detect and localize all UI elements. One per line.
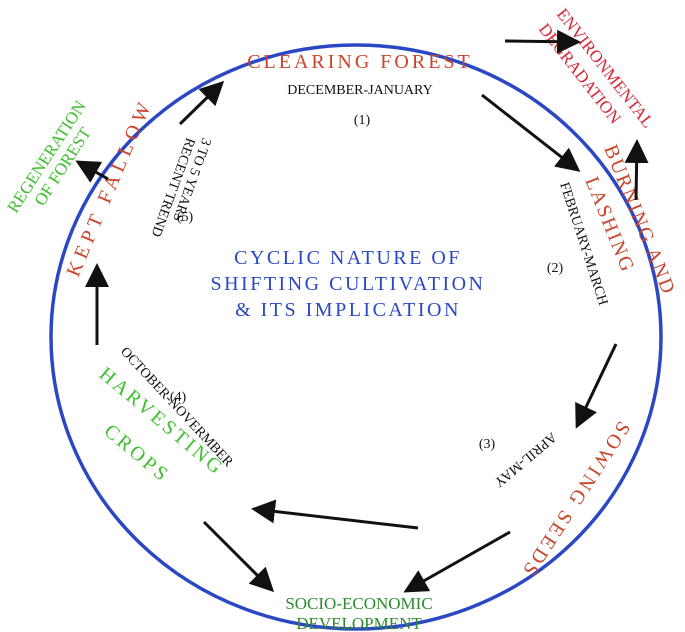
implication-socio-economic: SOCIO-ECONOMIC DEVELOPMENT [285,594,432,632]
cycle-arrows [75,29,649,593]
stage-harvesting-number: (4) [170,390,187,405]
arrow-fallow-to-regeneration [75,160,109,183]
socio-economic-line-2: DEVELOPMENT [296,614,422,632]
cycle-circle [49,43,663,631]
stage-burning: BURNING AND LASHING FEBRUARY-MARCH (2) [547,142,680,308]
arrow-burning-to-environmental [624,139,649,201]
stage-burning-number: (2) [547,261,564,276]
stage-clearing-number: (1) [354,113,371,128]
diagram-title: CYCLIC NATURE OF SHIFTING CULTIVATION & … [210,247,485,321]
arrow-sowing-to-socio [403,530,511,593]
stage-clearing-label: CLEARING FOREST [247,51,473,73]
arrow-clearing-to-burning [481,93,581,172]
stage-clearing-period: DECEMBER-JANUARY [287,83,432,98]
socio-economic-line-1: SOCIO-ECONOMIC [285,594,432,613]
title-line-3: & ITS IMPLICATION [235,299,461,321]
stage-sowing-number: (3) [479,437,496,452]
arrow-clearing-to-environmental [504,29,581,54]
stage-fallow-number: (5) [177,210,194,225]
stage-clearing: CLEARING FOREST DECEMBER-JANUARY (1) [247,51,473,128]
title-line-2: SHIFTING CULTIVATION [210,273,485,295]
stage-harvesting: HARVESTING CROPS OCTOBER-NOVERMBER (4) [95,344,236,487]
arrow-harvesting-to-socio [202,520,275,593]
stage-fallow: KEPT FALLOW 3 TO 5 YEARS RECENT TREND (5… [62,95,213,280]
arrow-burning-to-sowing [575,343,618,429]
implication-regeneration: REGENERATION OF FOREST [3,97,95,216]
arrow-fallow-to-clearing [178,80,225,126]
title-line-1: CYCLIC NATURE OF [234,247,462,269]
stage-sowing-period: APRIL-MAY [491,429,559,490]
arrow-sowing-to-harvesting [251,499,419,530]
